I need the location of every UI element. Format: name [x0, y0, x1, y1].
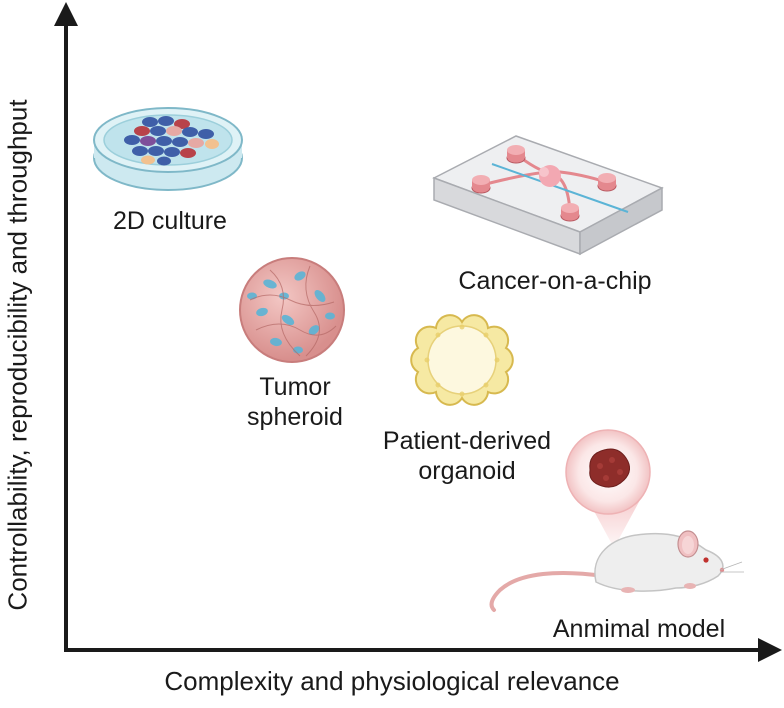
culture-cells	[124, 116, 219, 166]
axes	[54, 2, 782, 662]
label-organoid-line2: organoid	[418, 457, 516, 485]
chip-illustration	[432, 135, 664, 256]
petri-dish-illustration	[93, 107, 243, 191]
chip-ports	[471, 145, 617, 222]
label-tumor-spheroid-line1: Tumor	[259, 373, 331, 401]
label-2d-culture: 2D culture	[113, 207, 227, 235]
mouse-body	[594, 532, 724, 592]
mouse-eye	[703, 557, 709, 563]
mouse-tail	[489, 571, 606, 612]
label-cancer-on-chip: Cancer-on-a-chip	[458, 267, 652, 295]
y-axis-arrowhead	[54, 2, 78, 26]
x-axis-label: Complexity and physiological relevance	[164, 666, 620, 696]
label-tumor-spheroid: Tumor spheroid	[230, 372, 360, 432]
tumor-mass	[589, 448, 630, 488]
animal-model-illustration	[489, 429, 744, 612]
label-organoid-line1: Patient-derived	[382, 427, 552, 455]
x-axis-arrowhead	[758, 638, 782, 662]
y-axis-label: Controllability, reproducibility and thr…	[2, 99, 33, 611]
label-tumor-spheroid-line2: spheroid	[247, 403, 343, 431]
spheroid-illustration	[239, 257, 345, 363]
label-animal-model: Anmimal model	[552, 615, 726, 643]
organoid-illustration	[410, 314, 514, 406]
label-patient-derived-organoid: Patient-derived organoid	[362, 426, 572, 486]
